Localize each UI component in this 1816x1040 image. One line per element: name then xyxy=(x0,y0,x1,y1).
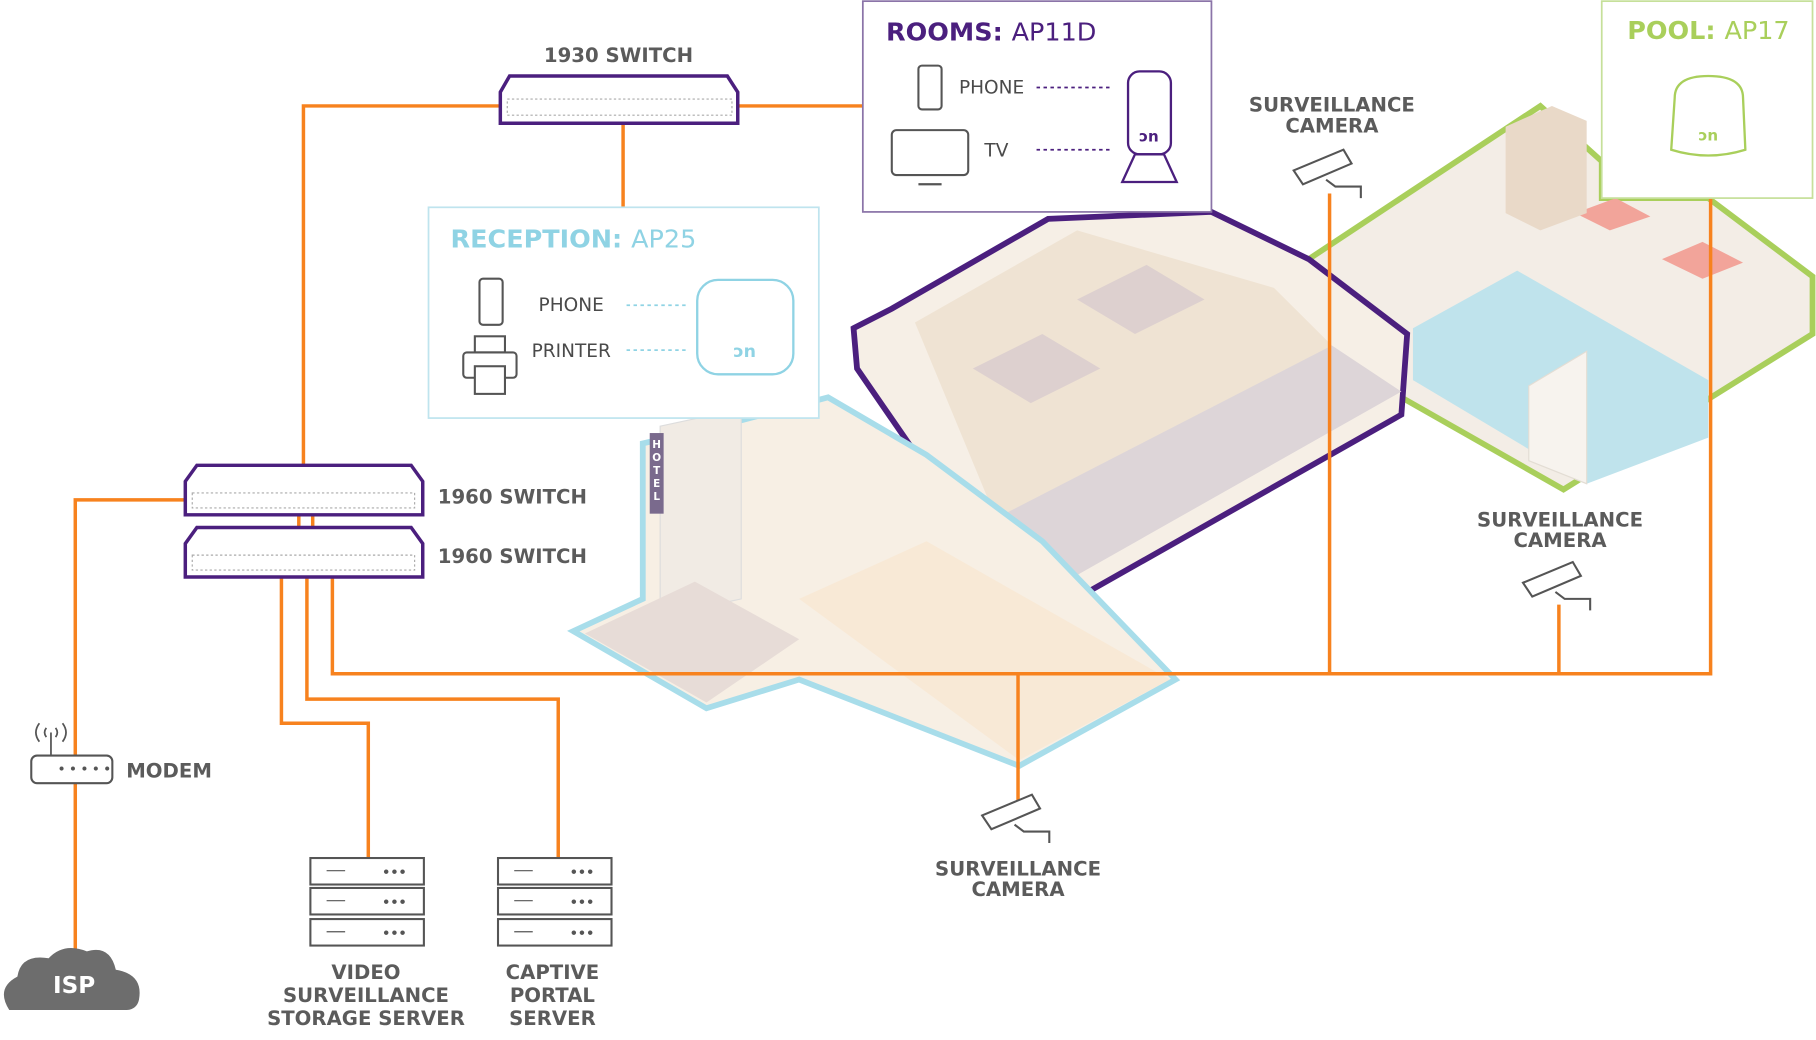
switch-1960-lower[interactable]: 1960 SWITCH xyxy=(183,525,587,579)
wire-1960-to-modem-isp xyxy=(73,498,186,956)
rooms-interior xyxy=(914,230,1332,519)
server-label-line: VIDEO xyxy=(331,961,400,984)
reception-device-phone: PHONE xyxy=(539,295,604,316)
pool-wall xyxy=(1528,350,1588,485)
switch-1930[interactable]: 1930 SWITCH xyxy=(498,44,740,125)
access-point-ap11d-icon: ↄn xyxy=(1120,70,1179,184)
pool-tower xyxy=(1505,105,1587,231)
server-label-line: PORTAL xyxy=(510,984,595,1007)
phone-icon xyxy=(917,64,943,111)
isp-cloud[interactable]: ISP xyxy=(3,947,140,1011)
modem-leds: • • • • • xyxy=(58,762,111,776)
svg-text:•••: ••• xyxy=(382,864,406,879)
server-label-line: SURVEILLANCE xyxy=(283,984,449,1007)
camera-label-line: CAMERA xyxy=(1514,529,1608,552)
camera-label-line: SURVEILLANCE xyxy=(1477,508,1643,531)
room-bed xyxy=(972,333,1101,404)
reception-ap-panel[interactable]: RECEPTION: AP25 PHONE PRINTER ↄn xyxy=(427,206,820,419)
modem-label: MODEM xyxy=(126,759,212,782)
umbrella xyxy=(1575,198,1651,231)
wireless-signal-icon xyxy=(35,722,67,743)
modem[interactable]: • • • • • MODEM xyxy=(30,722,212,785)
ap-logo: ↄn xyxy=(1698,127,1718,145)
ap-logo: ↄn xyxy=(1139,128,1159,146)
reception-title: RECEPTION: AP25 xyxy=(451,224,697,254)
pool-title: POOL: AP17 xyxy=(1627,15,1789,45)
svg-text:•••: ••• xyxy=(570,864,594,879)
camera-icon xyxy=(1521,560,1592,611)
reception-floor xyxy=(799,541,1170,761)
hotel-sign-text: HOTEL xyxy=(651,439,663,505)
server-label-line: STORAGE SERVER xyxy=(267,1007,465,1030)
rooms-device-tv: TV xyxy=(983,141,1008,162)
wire-to-captive-server xyxy=(305,577,560,859)
printer-icon xyxy=(462,335,518,395)
umbrella xyxy=(1661,241,1744,279)
video-surveillance-storage-server[interactable]: ••• ••• ••• VIDEO SURVEILLANCE STORAGE SER… xyxy=(267,856,465,1030)
camera-label-line: CAMERA xyxy=(971,878,1065,901)
access-point-ap17-icon: ↄn xyxy=(1670,74,1747,157)
phone-icon xyxy=(478,277,504,326)
rooms-title: ROOMS: AP11D xyxy=(886,16,1096,46)
cloud-icon xyxy=(3,947,140,1011)
rooms-device-phone: PHONE xyxy=(959,77,1024,98)
pool-ap-panel[interactable]: POOL: AP17 ↄn xyxy=(1600,0,1814,199)
svg-text:•••: ••• xyxy=(382,894,406,909)
switch-1960-upper-label: 1960 SWITCH xyxy=(438,485,587,508)
wire-1930-to-1960 xyxy=(301,104,501,467)
tv-icon xyxy=(890,129,970,177)
camera-label-line: SURVEILLANCE xyxy=(935,857,1101,880)
isp-label: ISP xyxy=(53,973,95,999)
switch-1930-label: 1930 SWITCH xyxy=(544,44,693,67)
access-point-ap25-icon: ↄn xyxy=(696,278,795,376)
surveillance-camera-reception[interactable]: SURVEILLANCE CAMERA xyxy=(935,793,1101,901)
ap-logo: ↄn xyxy=(733,342,756,362)
server-label-line: SERVER xyxy=(509,1007,596,1030)
svg-text:•••: ••• xyxy=(570,926,594,941)
camera-icon xyxy=(1292,148,1362,199)
svg-text:•••: ••• xyxy=(382,926,406,941)
surveillance-camera-rooms[interactable]: SURVEILLANCE CAMERA xyxy=(1249,94,1415,199)
switch-1960-lower-label: 1960 SWITCH xyxy=(438,545,587,568)
server-icon: ••• ••• ••• xyxy=(309,856,425,947)
server-icon: ••• ••• ••• xyxy=(496,856,613,947)
surveillance-camera-pool[interactable]: SURVEILLANCE CAMERA xyxy=(1477,508,1643,611)
rooms-ap-panel[interactable]: ROOMS: AP11D PHONE TV ↄn xyxy=(861,0,1213,213)
hotel-sign xyxy=(649,433,664,514)
camera-label-line: CAMERA xyxy=(1285,114,1379,137)
wire-to-video-server xyxy=(279,577,371,859)
switch-1960-upper[interactable]: 1960 SWITCH xyxy=(183,463,587,517)
reception-device-printer: PRINTER xyxy=(532,341,611,362)
corridor xyxy=(996,345,1402,582)
svg-text:•••: ••• xyxy=(570,894,594,909)
network-cabling xyxy=(73,104,1713,956)
captive-portal-server[interactable]: ••• ••• ••• CAPTIVE PORTAL SERVER xyxy=(496,856,613,1030)
room-bed xyxy=(1077,264,1205,334)
wire-to-cameras-pool xyxy=(330,198,1713,676)
server-label-line: CAPTIVE xyxy=(506,961,600,984)
camera-label-line: SURVEILLANCE xyxy=(1249,94,1415,117)
camera-icon xyxy=(980,793,1051,844)
